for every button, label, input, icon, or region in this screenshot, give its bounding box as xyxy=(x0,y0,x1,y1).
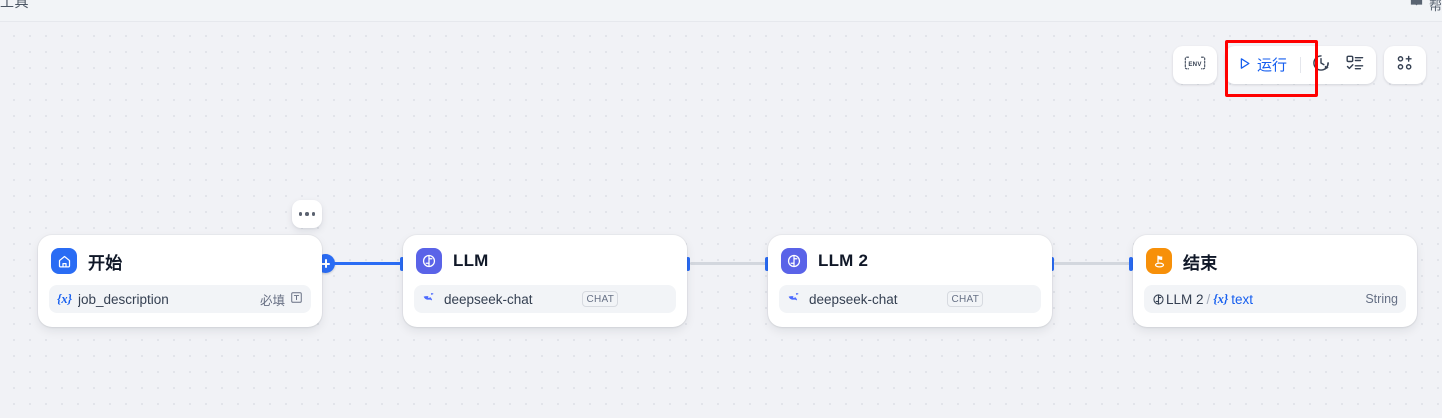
llm-circle-icon xyxy=(781,248,807,274)
env-group: ENV xyxy=(1172,46,1217,84)
add-features-button[interactable] xyxy=(1388,50,1422,80)
variable-reference: LLM 2 / {x} text xyxy=(1152,292,1253,307)
llm-circle-icon xyxy=(1152,293,1165,306)
workflow-toolbar: ENV 运行 xyxy=(1172,46,1426,84)
edge-line xyxy=(1054,262,1132,265)
header-tab-tools[interactable]: 工具 xyxy=(0,0,29,10)
workflow-canvas[interactable]: ENV 运行 xyxy=(0,22,1442,418)
ellipsis-icon xyxy=(311,212,316,216)
edge-target-handle[interactable] xyxy=(400,257,404,271)
edge-target-handle[interactable] xyxy=(765,257,769,271)
end-output-row[interactable]: LLM 2 / {x} text String xyxy=(1144,285,1406,313)
llm-circle-icon xyxy=(416,248,442,274)
llm-model-row[interactable]: deepseek-chat CHAT xyxy=(414,285,676,313)
node-header: 结束 xyxy=(1144,247,1406,274)
variable-name: job_description xyxy=(77,291,169,307)
node-llm-2[interactable]: LLM 2 deepseek-chat CHAT xyxy=(768,235,1052,327)
toolbar-divider xyxy=(1300,57,1301,73)
edge-source-handle[interactable] xyxy=(1050,257,1054,271)
node-end[interactable]: 结束 LLM 2 / {x} text String xyxy=(1133,235,1417,327)
run-history-clock-icon xyxy=(1311,53,1331,78)
deepseek-whale-icon xyxy=(422,290,438,309)
svg-text:ENV: ENV xyxy=(1188,60,1202,67)
ellipsis-icon xyxy=(305,212,309,216)
header-right-group[interactable]: 帮 xyxy=(1409,0,1442,14)
variable-brace-icon: {x} xyxy=(1213,291,1229,306)
home-icon xyxy=(51,248,77,274)
model-name: deepseek-chat xyxy=(444,291,533,307)
edge-line xyxy=(330,262,404,265)
node-header: LLM 2 xyxy=(779,247,1041,274)
node-title: LLM xyxy=(453,251,489,270)
node-header: 开始 xyxy=(49,247,311,274)
run-button-label: 运行 xyxy=(1256,56,1287,74)
variable-name: text xyxy=(1231,291,1254,307)
edge-line xyxy=(690,262,768,265)
app-header: 工具 帮 xyxy=(0,0,1442,22)
checklist-icon xyxy=(1345,53,1365,78)
deepseek-whale-icon xyxy=(787,290,803,309)
run-history-button[interactable] xyxy=(1304,50,1338,80)
model-type-badge: CHAT xyxy=(582,291,619,307)
env-icon: ENV xyxy=(1184,55,1206,76)
node-title: LLM 2 xyxy=(818,251,869,270)
book-icon xyxy=(1409,0,1424,14)
play-triangle-icon xyxy=(1237,56,1252,75)
path-separator: / xyxy=(1206,291,1211,307)
run-tools-group: 运行 xyxy=(1224,46,1376,84)
node-title: 开始 xyxy=(88,253,123,273)
node-context-menu-button[interactable] xyxy=(292,200,322,228)
node-header: LLM xyxy=(414,247,676,274)
ellipsis-icon xyxy=(298,212,303,216)
required-label: 必填 xyxy=(259,293,285,308)
start-variable-row[interactable]: {x} job_description 必填 xyxy=(49,285,311,313)
node-start[interactable]: 开始 {x} job_description 必填 xyxy=(38,235,322,327)
node-title: 结束 xyxy=(1183,253,1218,273)
variable-meta: 必填 xyxy=(260,290,303,309)
llm-model-row[interactable]: deepseek-chat CHAT xyxy=(779,285,1041,313)
node-llm[interactable]: LLM deepseek-chat CHAT xyxy=(403,235,687,327)
checklist-button[interactable] xyxy=(1338,50,1372,80)
model-name: deepseek-chat xyxy=(809,291,898,307)
output-type-label: String xyxy=(1365,292,1398,306)
end-flag-icon xyxy=(1146,248,1172,274)
text-type-icon xyxy=(290,291,303,307)
env-button[interactable]: ENV xyxy=(1177,50,1213,80)
edge-source-handle[interactable] xyxy=(686,257,690,271)
add-features-icon xyxy=(1395,53,1415,78)
features-group xyxy=(1384,46,1426,84)
source-node-name: LLM 2 xyxy=(1166,291,1204,307)
edge-target-handle[interactable] xyxy=(1129,257,1133,271)
header-help-label: 帮 xyxy=(1428,0,1442,13)
run-button[interactable]: 运行 xyxy=(1229,50,1297,80)
model-type-badge: CHAT xyxy=(947,291,984,307)
variable-brace-icon: {x} xyxy=(57,291,72,306)
